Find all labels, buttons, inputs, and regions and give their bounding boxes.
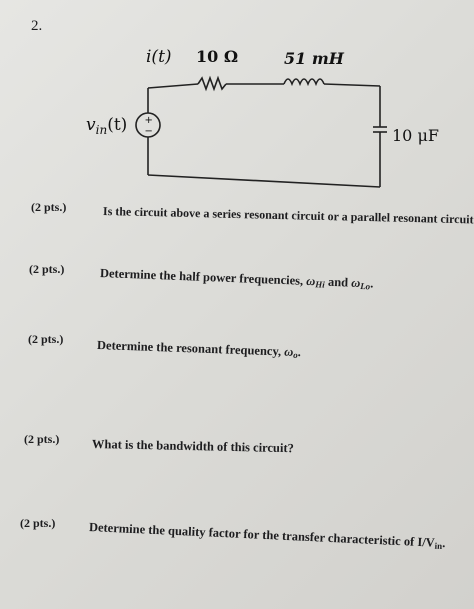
source-minus: − [145, 126, 153, 137]
part5-end: . [441, 536, 446, 551]
part3-end: . [297, 345, 302, 360]
question-number: 2. [31, 18, 43, 34]
wire-bottom [147, 174, 381, 188]
part1-points: (2 pts.) [31, 200, 67, 214]
source-plus: + [145, 115, 153, 126]
omega-hi-sub: Hi [315, 279, 325, 290]
source-label: vin(t) [86, 115, 127, 137]
part3-points: (2 pts.) [28, 332, 64, 346]
part2-end: . [370, 276, 374, 291]
inductor-label: 51 mH [284, 49, 345, 68]
inductor-symbol [283, 78, 325, 87]
voltage-source-symbol [135, 112, 161, 138]
part2-mid: and [324, 274, 352, 290]
current-label: i(t) [146, 47, 172, 67]
part2-points: (2 pts.) [29, 262, 65, 276]
wire-top-right [323, 83, 381, 87]
part5-points: (2 pts.) [20, 516, 56, 530]
resistor-symbol [197, 75, 227, 92]
source-label-v: v [86, 115, 96, 135]
source-label-arg: (t) [107, 115, 127, 135]
resistor-label: 10 Ω [196, 47, 238, 66]
part4-points: (2 pts.) [24, 432, 60, 446]
wire-top-left [147, 83, 199, 89]
source-label-sub: in [96, 123, 108, 137]
capacitor-label: 10 μF [392, 126, 439, 145]
